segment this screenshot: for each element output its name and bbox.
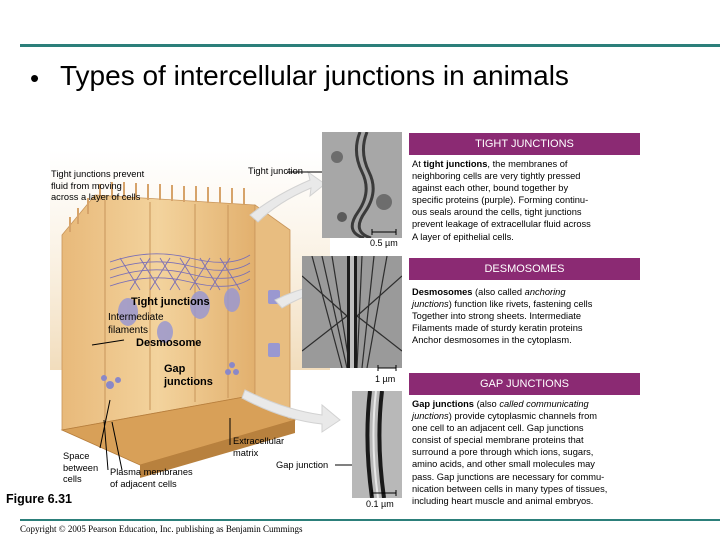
scale-label-2: 1 µm — [375, 374, 396, 384]
title-bullet: • — [30, 63, 40, 93]
label-tight-prevent: Tight junctions prevent fluid from movin… — [51, 169, 145, 202]
label-space-between-cells: Space between cells — [63, 451, 99, 484]
microvilli — [69, 182, 245, 232]
panel-header-gap: GAP JUNCTIONS — [409, 373, 640, 395]
scale-label-1: 0.5 µm — [370, 238, 398, 248]
micrograph-desmosome — [302, 256, 402, 368]
micrograph-tight-junction — [322, 132, 402, 238]
extracellular-matrix-edge — [140, 420, 295, 478]
label-gap-junction-arrow: Gap junction — [276, 460, 329, 470]
label-extracellular-matrix: Extracellular matrix — [233, 436, 285, 458]
label-plasma-membranes: Plasma membranes of adjacent cells — [110, 467, 193, 489]
label-tight-junctions: Tight junctions — [131, 296, 210, 308]
desmosome-plaques — [118, 288, 240, 343]
panel-text-gap: Gap junctions (also called communicating… — [412, 399, 608, 506]
panel-text-tight: At tight junctions, the membranes of nei… — [412, 159, 591, 242]
cell-block-side — [254, 204, 291, 421]
label-desmosome: Desmosome — [136, 337, 202, 349]
label-gap-junctions: Gap junctions — [164, 363, 213, 388]
gap-junction-dots — [101, 362, 239, 389]
bottom-rule — [20, 519, 720, 521]
leader-lines — [91, 171, 360, 471]
tight-junction-mesh — [109, 253, 251, 291]
panel-text-desmosomes: Desmosomes (also called anchoring juncti… — [412, 287, 593, 346]
micrograph-gap-junction — [352, 391, 402, 498]
label-tight-junction-arrow: Tight junction — [248, 166, 303, 176]
scale-label-3: 0.1 µm — [366, 499, 394, 509]
scale-bar-2 — [377, 365, 397, 371]
slide-title: Types of intercellular junctions in anim… — [60, 60, 569, 91]
panel-header-tight: TIGHT JUNCTIONS — [409, 133, 640, 155]
copyright-notice: Copyright © 2005 Pearson Education, Inc.… — [20, 524, 303, 534]
label-intermediate-filaments: Intermediate filaments — [108, 312, 164, 336]
figure-label: Figure 6.31 — [6, 492, 72, 506]
top-rule — [20, 44, 720, 47]
panel-header-desmosomes: DESMOSOMES — [409, 258, 640, 280]
scale-bar-1 — [371, 229, 397, 235]
scale-bar-3 — [371, 490, 397, 496]
